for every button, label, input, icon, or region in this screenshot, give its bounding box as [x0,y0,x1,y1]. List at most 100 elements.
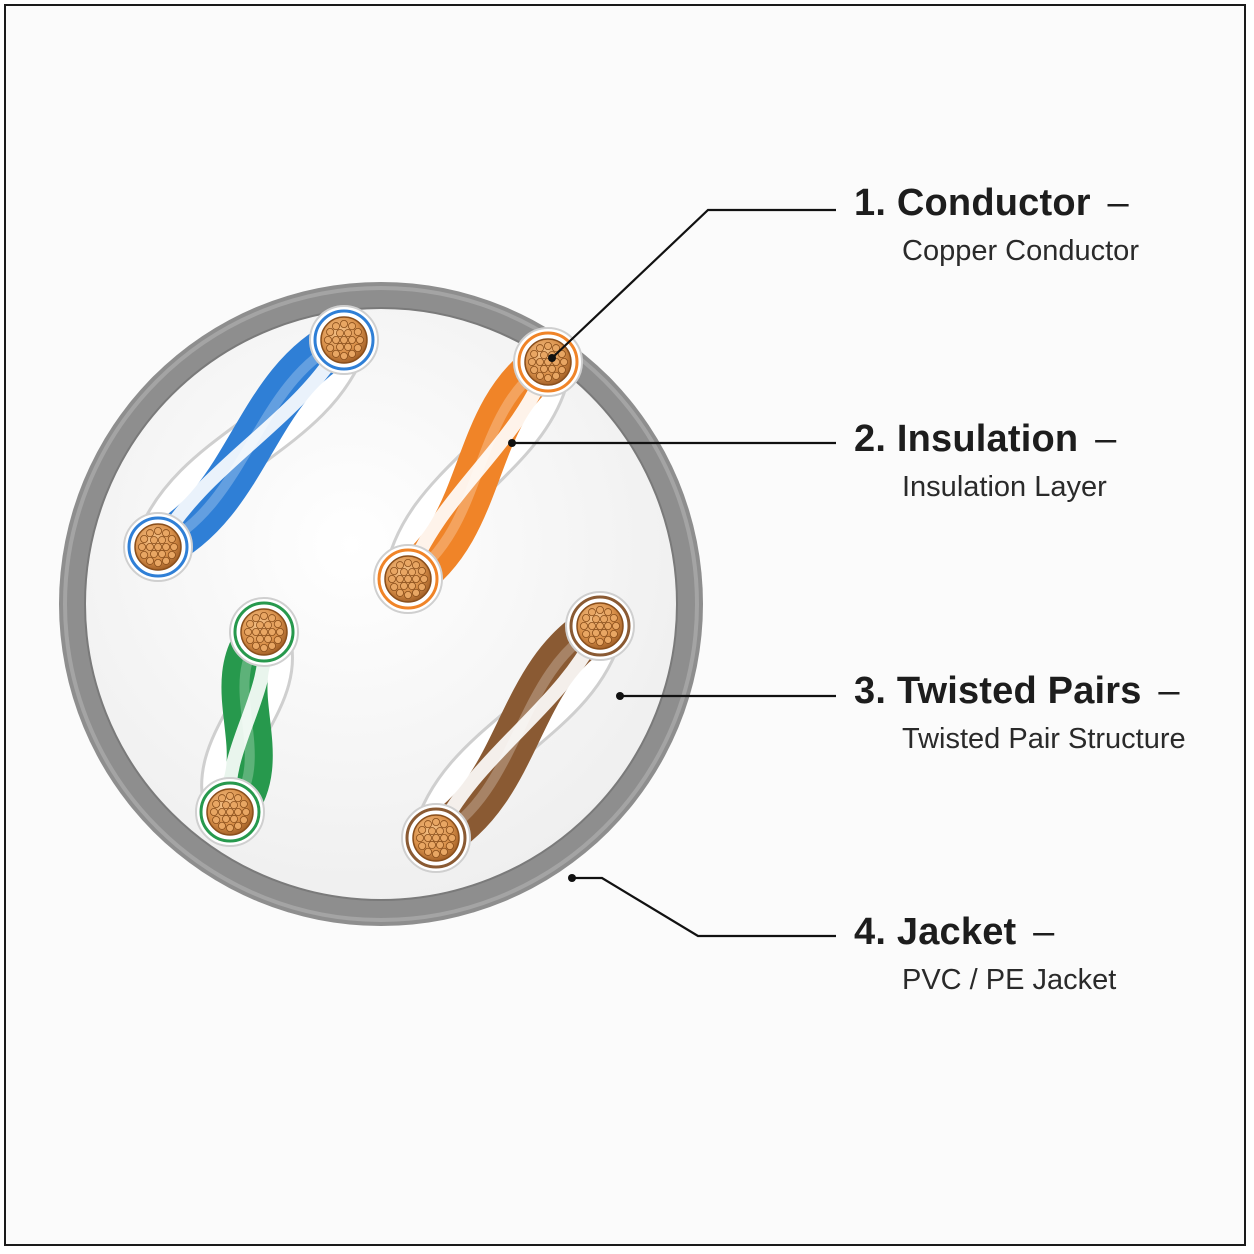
copper-strand [233,821,242,830]
copper-strand [445,826,454,835]
copper-strand [407,568,416,577]
copper-strand [145,543,154,552]
cable-cross-section-diagram [59,208,836,938]
copper-strand [427,840,436,849]
copper-strand [273,636,282,645]
insulation-rim [377,548,439,610]
copper-strand [418,842,427,851]
copper-strand [445,842,454,851]
copper-strand [604,608,613,617]
copper-strand [140,551,149,560]
callout-title: 2. Insulation – [854,418,1116,461]
callout-description: Copper Conductor [902,235,1139,267]
copper-strand [273,620,282,629]
copper-strand [530,365,539,374]
copper-strand [544,373,553,382]
copper-strand [415,834,424,843]
copper-strand [431,850,440,859]
copper-strand [347,322,356,331]
callout-dash: – [1107,182,1129,224]
insulation-rim [233,601,295,663]
copper-strand [339,335,348,344]
copper-strand [212,800,221,809]
copper-strand [557,365,566,374]
jacket-inner-highlight [63,286,699,922]
copper-strand [233,808,242,817]
copper-strand [588,635,597,644]
copper-strand [387,575,396,584]
copper-strand [530,349,539,358]
copper-strand [552,371,561,380]
copper-strand [335,329,344,338]
copper-strand [399,581,408,590]
copper-strand [544,341,553,350]
copper-strand [423,820,432,829]
copper-strand [161,556,170,565]
copper-strand [331,335,340,344]
callout-heading: Insulation [896,418,1079,460]
copper-strand [225,808,234,817]
copper-strand [528,357,537,366]
twisted-pair-brown [401,591,635,873]
conductor-end-bottom [195,777,265,847]
copper-strand [609,630,618,639]
copper-strand [259,612,268,621]
conductor-end-top [513,327,583,397]
callout-dash: – [1158,670,1180,712]
copper-strand [604,635,613,644]
callout-dash: – [1095,418,1117,460]
leader-dot-insulation [508,439,516,447]
copper-strand [431,834,440,843]
copper-strand [596,638,605,647]
copper-strand [212,816,221,825]
callout-title: 3. Twisted Pairs – [854,670,1186,713]
copper-strand [255,634,264,643]
twisted-pair-orange [373,327,583,614]
copper-strand [390,583,399,592]
copper-strand [241,808,250,817]
conductor-end-top [229,597,299,667]
copper-strand [153,527,162,536]
copper-strand [153,543,162,552]
copper-strand [435,840,444,849]
twisted-pair-blue [123,305,379,582]
copper-strand [161,529,170,538]
copper-strand [411,561,420,570]
insulation-rim [405,807,467,869]
copper-strand [145,556,154,565]
leader-dot-jacket [568,874,576,882]
copper-strand [229,801,238,810]
copper-strand [167,551,176,560]
copper-strand [347,349,356,358]
copper-strand [217,794,226,803]
copper-strand [395,575,404,584]
copper-strand [153,559,162,568]
copper-strand [588,622,597,631]
white-stripe [151,333,351,554]
copper-strand [339,351,348,360]
copper-strand [225,792,234,801]
copper-strand [435,827,444,836]
copper-strand [411,575,420,584]
copper-strand [407,581,416,590]
copper-strand [259,628,268,637]
callout-jacket: 4. Jacket – PVC / PE Jacket [854,911,1116,997]
copper-strand [233,794,242,803]
copper-strand [403,559,412,568]
copper-strand [604,622,613,631]
copper-strand [419,575,428,584]
copper-strand [169,543,178,552]
copper-strand [267,614,276,623]
copper-strand [557,349,566,358]
copper-strand [167,535,176,544]
copper-strand [347,335,356,344]
copper-strand [447,834,456,843]
copper-strand [267,628,276,637]
copper-strand [427,827,436,836]
callout-number: 2. [854,418,887,460]
copper-strand [600,615,609,624]
copper-strand [548,364,557,373]
copper-strand [600,628,609,637]
callout-number: 1. [854,182,887,224]
copper-strand [423,834,432,843]
